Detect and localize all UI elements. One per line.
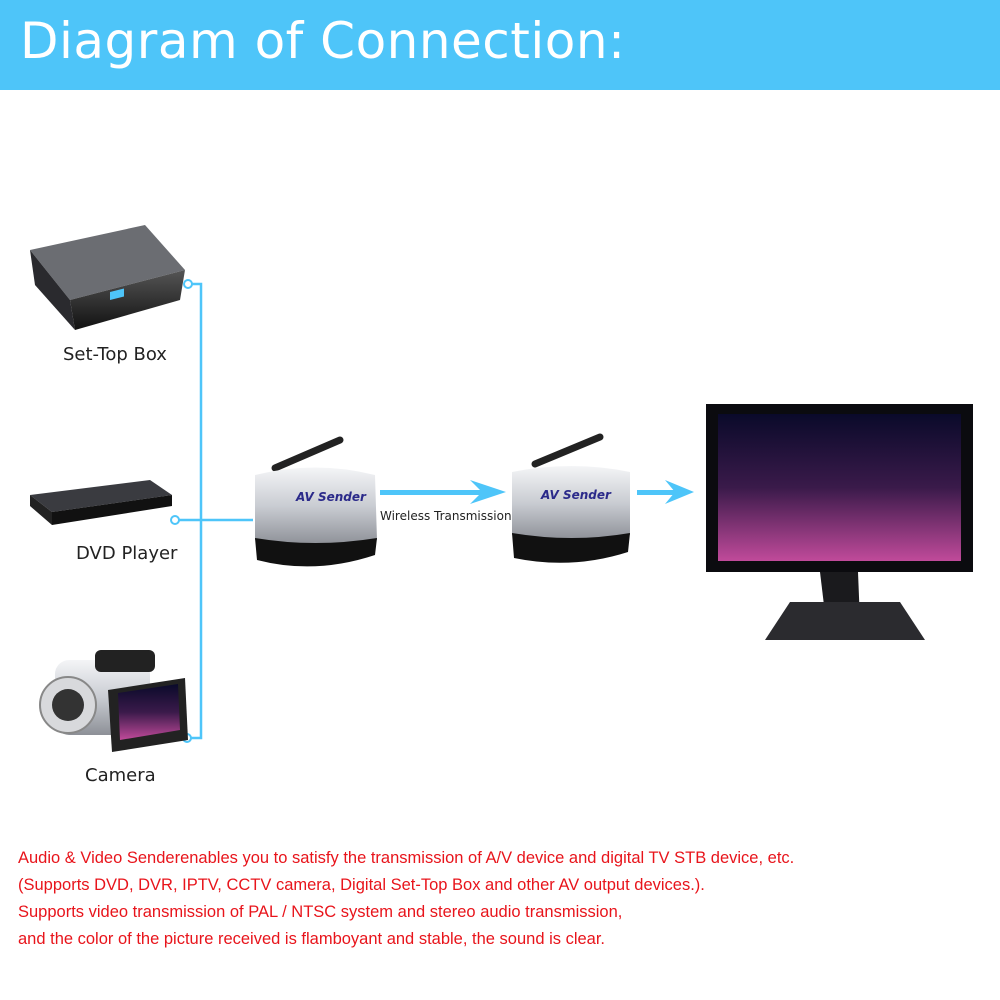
description-line: (Supports DVD, DVR, IPTV, CCTV camera, D… <box>18 876 705 894</box>
dvd-player-label: DVD Player <box>76 543 178 564</box>
av-sender-transmitter <box>255 436 377 567</box>
television-image <box>706 404 973 640</box>
port-dot-dvd <box>170 515 180 525</box>
page-title: Diagram of Connection: <box>20 12 626 70</box>
wireless-arrow <box>380 480 506 504</box>
set-top-box-label: Set-Top Box <box>63 344 167 365</box>
header-banner: Diagram of Connection: <box>0 0 1000 90</box>
description-line: and the color of the picture received is… <box>18 930 606 948</box>
receiver-brand-logo: AV Sender <box>541 488 611 502</box>
dvd-player-image <box>30 480 172 525</box>
cable-lines <box>175 282 253 740</box>
output-arrow <box>637 480 694 504</box>
set-top-box-image <box>30 225 185 330</box>
port-dot-settop <box>183 279 193 289</box>
description-line: Supports video transmission of PAL / NTS… <box>18 903 623 921</box>
description-line: Audio & Video Senderenables you to satis… <box>18 849 795 867</box>
av-sender-receiver <box>512 433 630 563</box>
description-text: Audio & Video Senderenables you to satis… <box>18 845 794 953</box>
wireless-transmission-label: Wireless Transmission <box>380 509 512 523</box>
camera-label: Camera <box>85 765 156 786</box>
camera-image <box>39 650 188 752</box>
sender-brand-logo: AV Sender <box>296 490 366 504</box>
